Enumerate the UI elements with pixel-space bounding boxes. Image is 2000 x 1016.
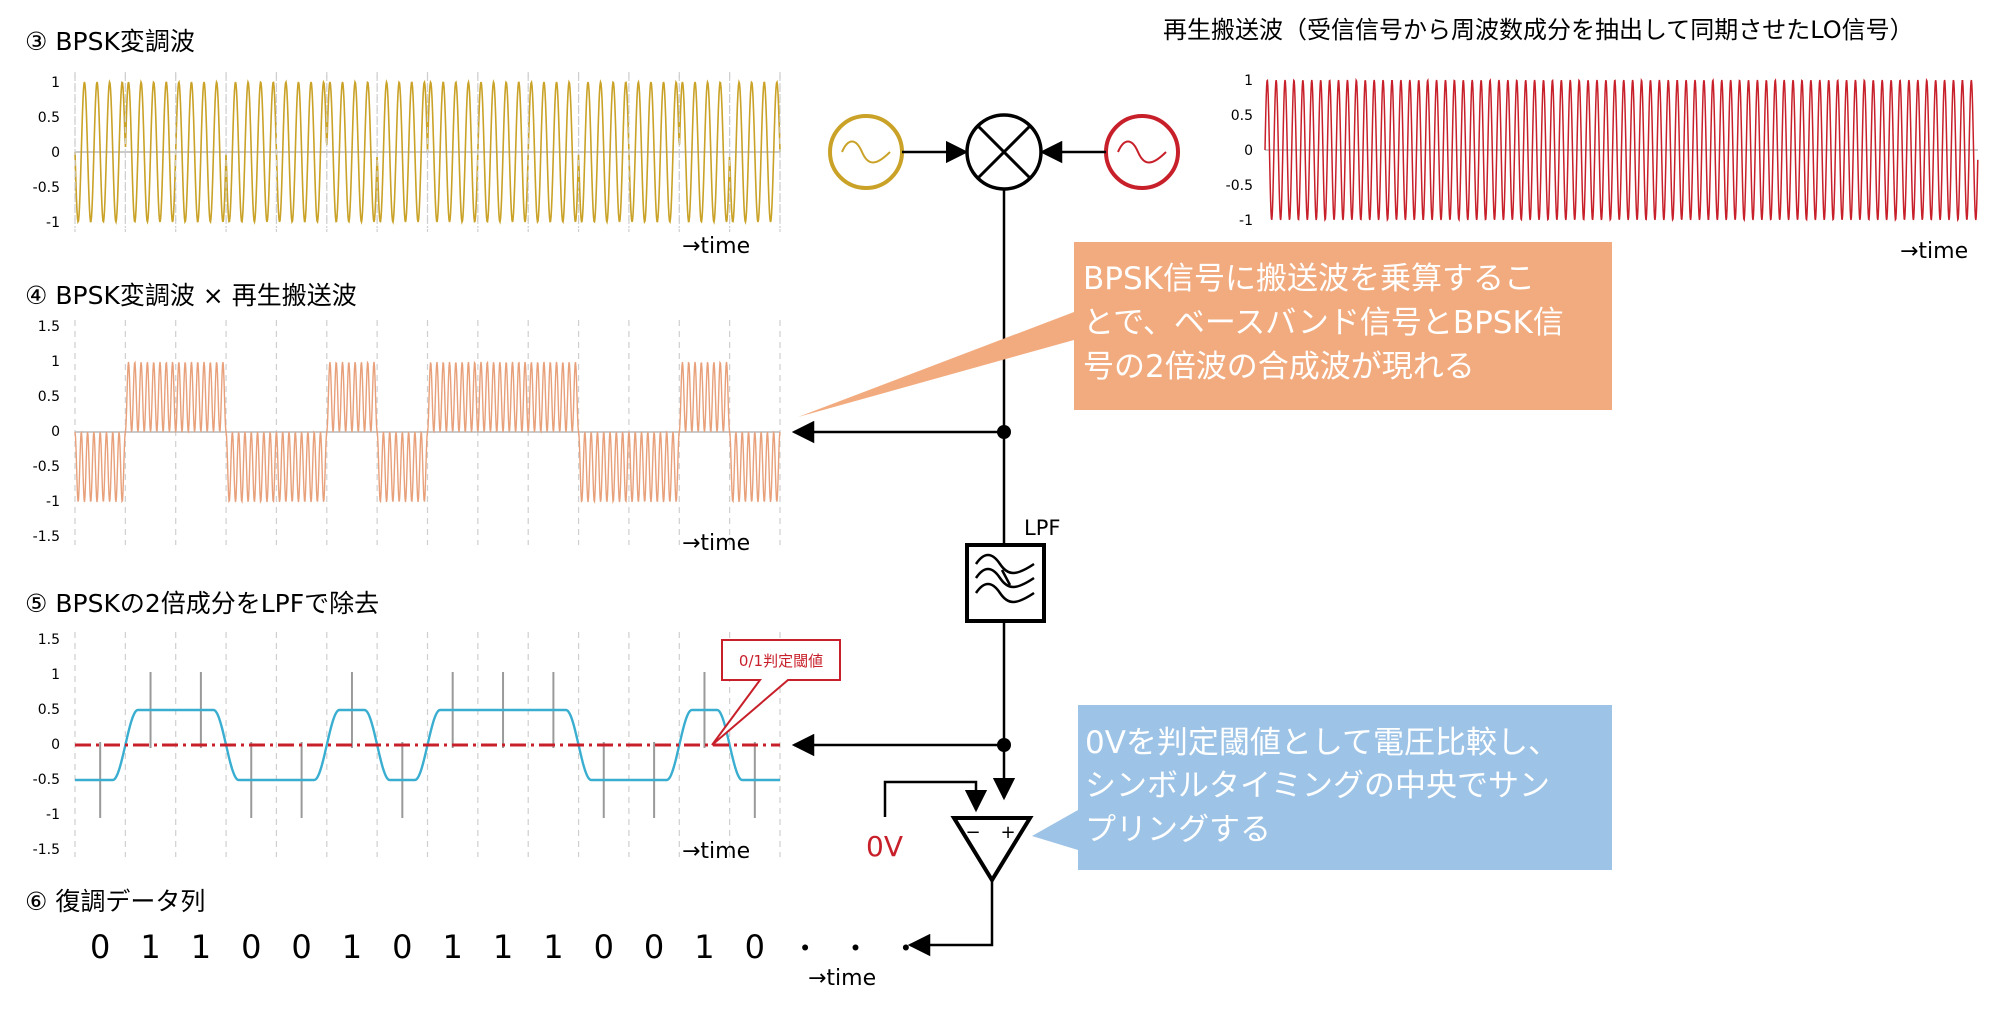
lpf-tick-label: 1.5 bbox=[38, 632, 60, 648]
multiply-icon bbox=[976, 124, 1032, 180]
sine-icon bbox=[974, 582, 1035, 604]
product-tick-label: -1.5 bbox=[33, 529, 60, 545]
carrier-source-circle bbox=[1104, 114, 1180, 190]
comparator-triangle bbox=[950, 816, 1034, 884]
panel-bpsk: ③ BPSK変調波 1 0.5 0 -0.5 -1 →time bbox=[25, 27, 781, 259]
demod-bit: 1 bbox=[543, 928, 563, 966]
product-xlabel: →time bbox=[682, 531, 750, 556]
demod-ellipsis: ・ bbox=[842, 932, 870, 965]
lpf-xlabel: →time bbox=[682, 839, 750, 864]
bpsk-tick-label: 0.5 bbox=[38, 110, 60, 126]
demod-bit: 0 bbox=[644, 928, 664, 966]
threshold-callout: 0/1判定閾値 bbox=[711, 639, 841, 746]
carrier-tick-label: -0.5 bbox=[1226, 178, 1253, 194]
comparator-plus: + bbox=[1000, 822, 1015, 843]
bpsk-source bbox=[828, 114, 904, 190]
multiply-callout-box bbox=[798, 242, 1612, 417]
comparator-minus: − bbox=[965, 822, 980, 843]
demod-bit: 1 bbox=[191, 928, 211, 966]
carrier-wave bbox=[1264, 77, 1979, 223]
threshold-callout-label: 0/1判定閾値 bbox=[739, 652, 823, 670]
carrier-grid bbox=[74, 72, 781, 228]
demod-ellipsis: ・ bbox=[892, 932, 920, 965]
panel-lpf-output: ⑤ BPSKの2倍成分をLPFで除去 1.5 1 0.5 0 -0.5 -1 -… bbox=[25, 589, 841, 864]
reference-line bbox=[883, 780, 988, 817]
demod-bit: 0 bbox=[241, 928, 261, 966]
panel-product: ④ BPSK変調波 × 再生搬送波 1.5 1 0.5 0 -0.5 -1 -1… bbox=[25, 281, 781, 556]
demod-bit: 0 bbox=[291, 928, 311, 966]
compare-callout: 0Vを判定閾値として電圧比較し、 シンボルタイミングの中央でサン プリングする bbox=[1032, 705, 1612, 870]
lpf-label: LPF bbox=[1024, 516, 1060, 540]
demod-title: ⑥ 復調データ列 bbox=[25, 887, 205, 916]
panel-lpf-title: ⑤ BPSKの2倍成分をLPFで除去 bbox=[25, 589, 379, 618]
product-wave bbox=[74, 360, 781, 505]
demod-bit: 1 bbox=[493, 928, 513, 966]
carrier-source bbox=[1104, 114, 1180, 190]
sine-icon bbox=[1117, 140, 1167, 164]
mixer bbox=[965, 113, 1043, 191]
demod-ellipsis: ・ bbox=[791, 932, 819, 965]
carrier-tick-label: 0 bbox=[1244, 143, 1253, 159]
carrier-tick-label: 0.5 bbox=[1231, 108, 1253, 124]
bpsk-tick-label: -0.5 bbox=[33, 180, 60, 196]
bpsk-tick-label: -1 bbox=[46, 215, 60, 231]
demod-bit: 1 bbox=[342, 928, 362, 966]
lpf-tick-label: -0.5 bbox=[33, 772, 60, 788]
sine-icon bbox=[841, 140, 891, 164]
panel-bpsk-title: ③ BPSK変調波 bbox=[25, 27, 195, 56]
carrier-tick-label: -1 bbox=[1239, 213, 1253, 229]
carrier-tick-label: 1 bbox=[1244, 73, 1253, 89]
product-tick-label: 1 bbox=[51, 354, 60, 370]
bpsk-xlabel: →time bbox=[682, 234, 750, 259]
strike-icon bbox=[1000, 569, 1012, 586]
product-tick-label: -0.5 bbox=[33, 459, 60, 475]
arrow-to-demod-data bbox=[907, 880, 994, 957]
demod-bit: 1 bbox=[442, 928, 462, 966]
sine-icon bbox=[974, 553, 1035, 575]
product-tick-label: 0 bbox=[51, 424, 60, 440]
demod-bit: 1 bbox=[694, 928, 714, 966]
lpf-block: LPF bbox=[965, 516, 1060, 623]
panel-carrier-title: 再生搬送波（受信信号から周波数成分を抽出して同期させたLO信号） bbox=[1163, 16, 1914, 44]
bpsk-tick-label: 1 bbox=[51, 75, 60, 91]
compare-callout-line: 0Vを判定閾値として電圧比較し、 bbox=[1085, 725, 1559, 761]
demod-bit: 0 bbox=[392, 928, 412, 966]
demod-bit: 0 bbox=[594, 928, 614, 966]
demod-bit: 1 bbox=[140, 928, 160, 966]
lpf-tick-label: 0.5 bbox=[38, 702, 60, 718]
comparator: − + bbox=[950, 816, 1034, 884]
lpf-tick-label: -1 bbox=[46, 807, 60, 823]
demod-bit: 0 bbox=[90, 928, 110, 966]
compare-callout-line: シンボルタイミングの中央でサン bbox=[1085, 768, 1550, 804]
carrier-xlabel: →time bbox=[1900, 239, 1968, 264]
bpsk-source-circle bbox=[828, 114, 904, 190]
bpsk-tick-label: 0 bbox=[51, 145, 60, 161]
sine-icon bbox=[974, 567, 1035, 589]
multiply-callout-line: 号の2倍波の合成波が現れる bbox=[1083, 349, 1475, 385]
lpf-tick-label: 1 bbox=[51, 667, 60, 683]
demod-xlabel: →time bbox=[808, 966, 876, 991]
product-tick-label: -1 bbox=[46, 494, 60, 510]
multiply-callout: BPSK信号に搬送波を乗算するこ とで、ベースバンド信号とBPSK信 号の2倍波… bbox=[798, 242, 1612, 417]
lpf-tick-label: -1.5 bbox=[33, 842, 60, 858]
demod-bit: 0 bbox=[745, 928, 765, 966]
compare-callout-line: プリングする bbox=[1085, 812, 1271, 848]
multiply-callout-line: BPSK信号に搬送波を乗算するこ bbox=[1083, 261, 1535, 297]
compare-callout-box bbox=[1032, 705, 1612, 870]
reference-voltage-label: 0V bbox=[866, 830, 903, 863]
lpf-tick-label: 0 bbox=[51, 737, 60, 753]
panel-carrier: 再生搬送波（受信信号から周波数成分を抽出して同期させたLO信号） 1 0.5 0… bbox=[74, 16, 1979, 264]
multiply-callout-line: とで、ベースバンド信号とBPSK信 bbox=[1083, 305, 1564, 341]
threshold-callout-box bbox=[711, 639, 841, 746]
product-tick-label: 1.5 bbox=[38, 319, 60, 335]
block-diagram: LPF − + 0V bbox=[791, 113, 1180, 957]
product-tick-label: 0.5 bbox=[38, 389, 60, 405]
panel-product-title: ④ BPSK変調波 × 再生搬送波 bbox=[25, 281, 357, 310]
